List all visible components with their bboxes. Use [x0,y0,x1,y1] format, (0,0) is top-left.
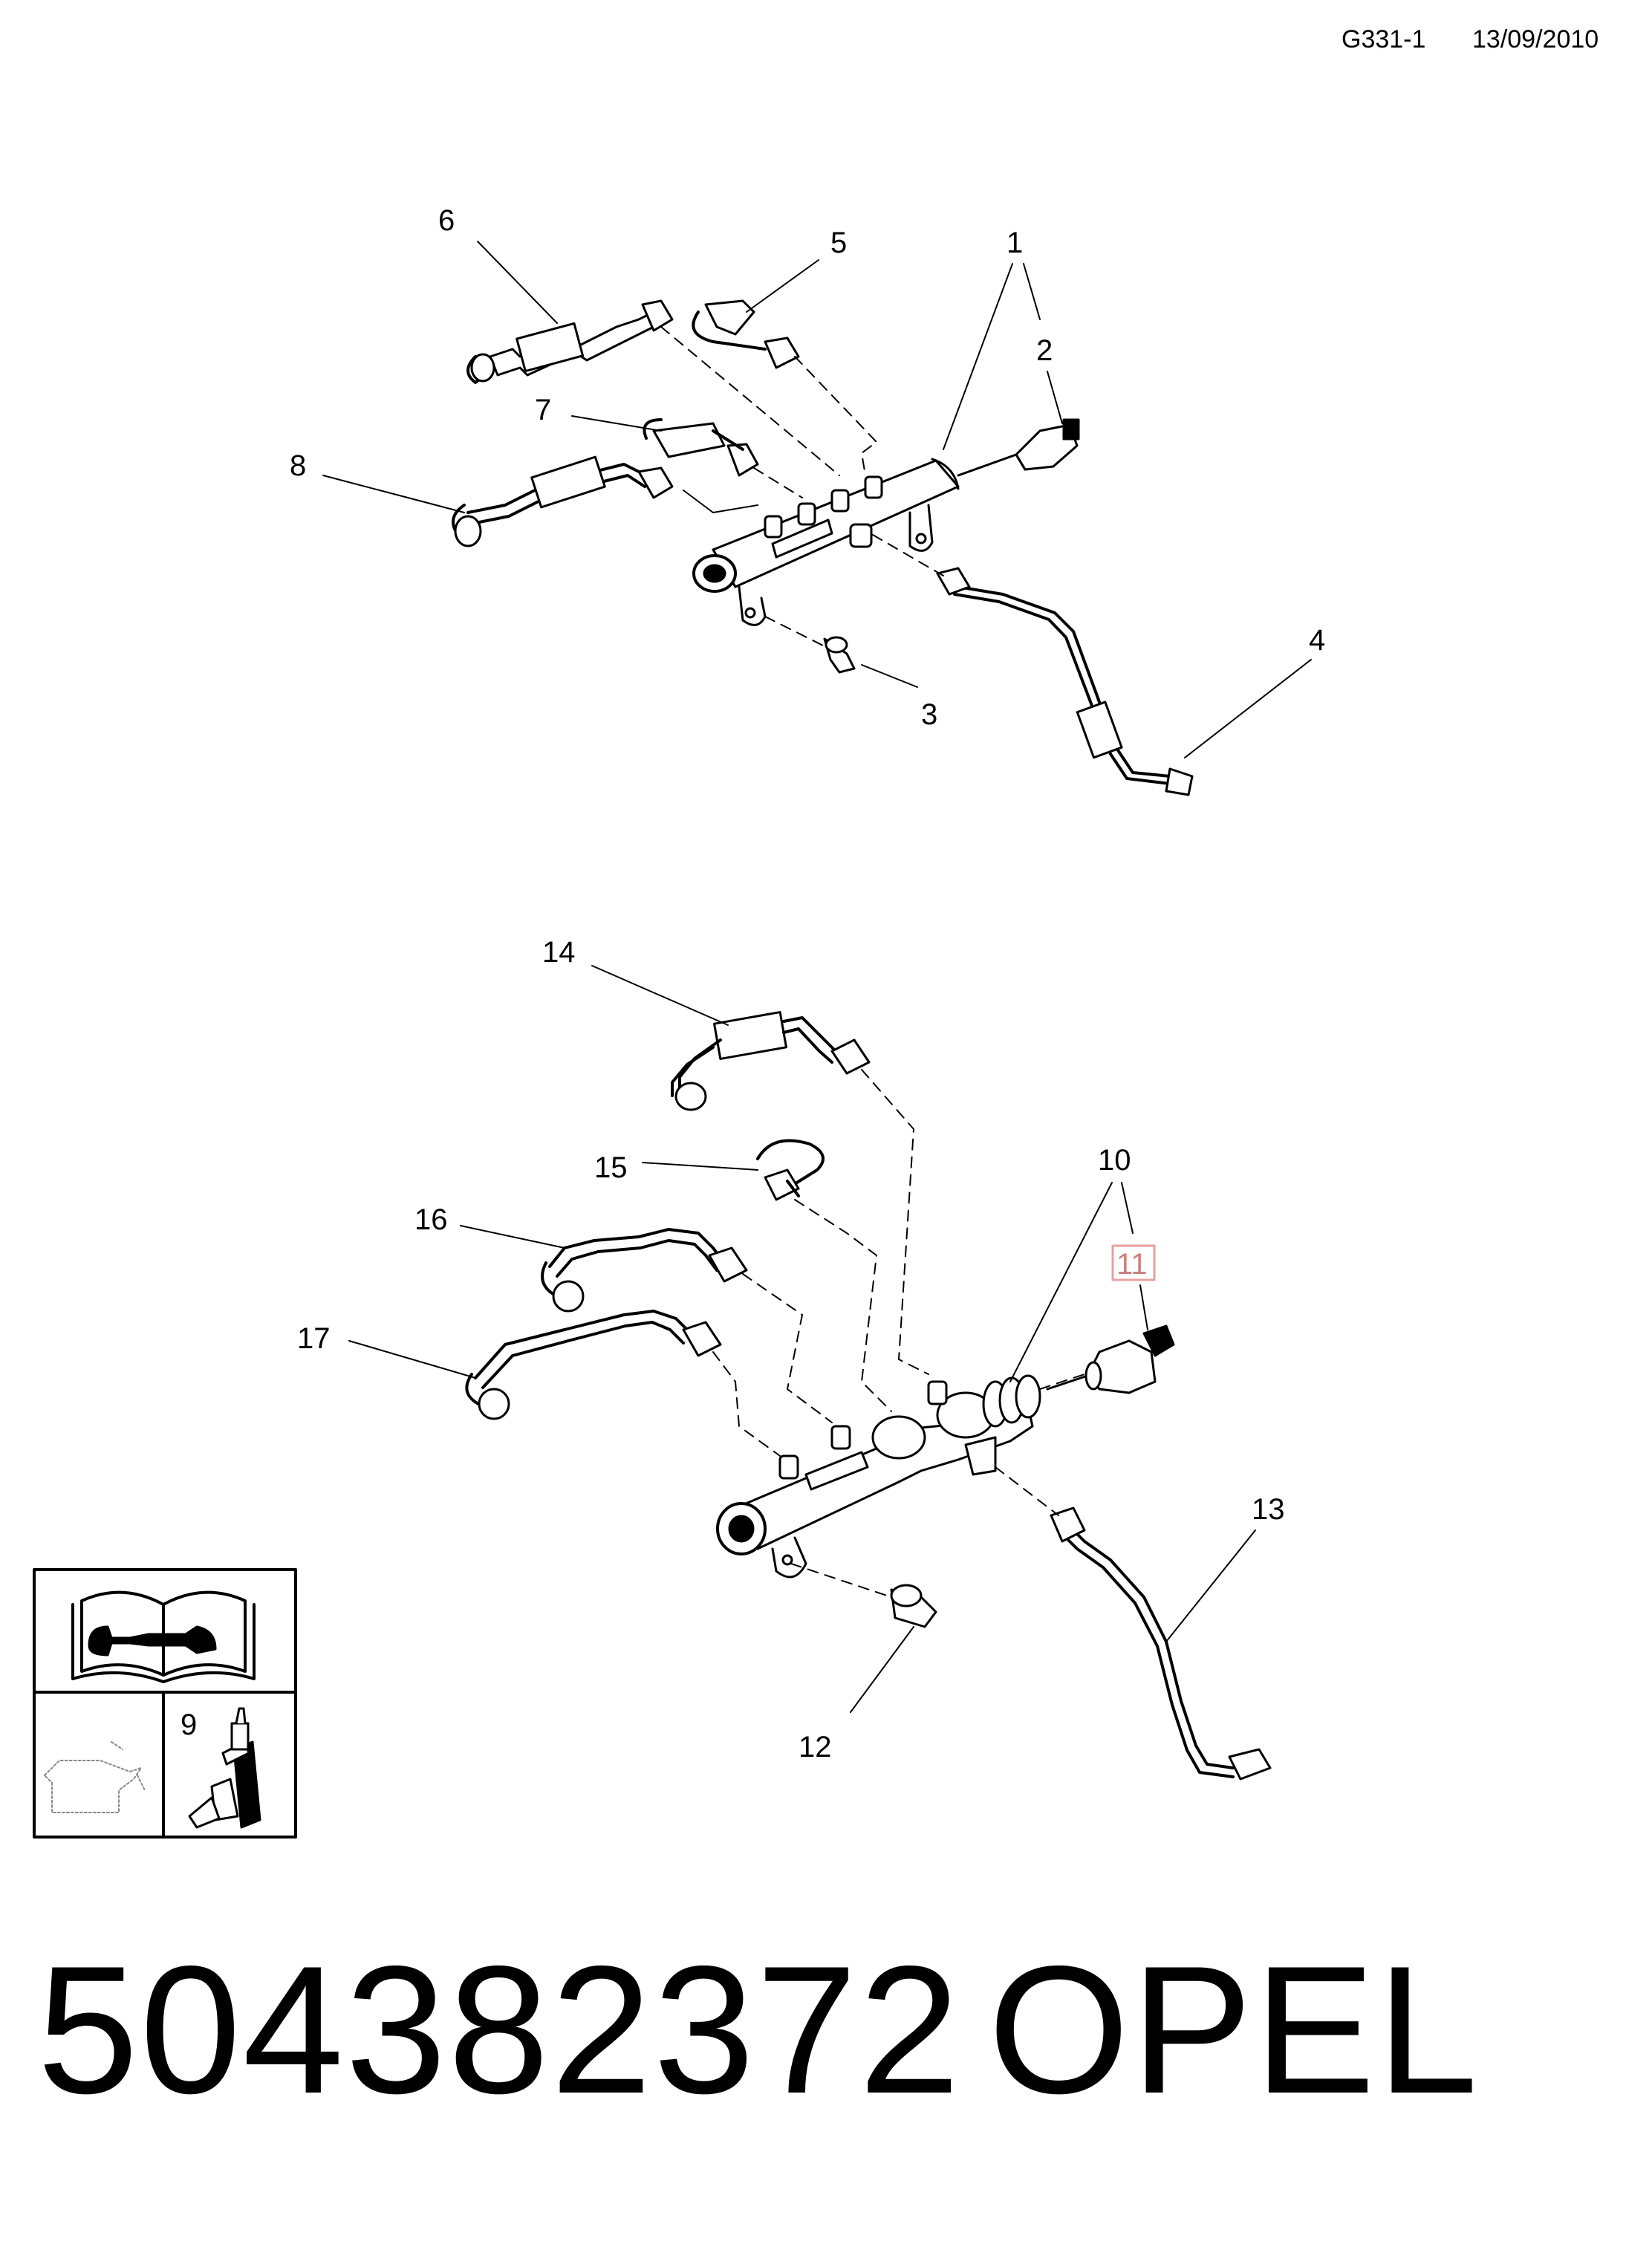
leaders-upper [322,241,1312,758]
fuel-rail-upper [692,458,960,626]
brand-name: OPEL [988,1928,1480,2131]
callout-3: 3 [921,698,937,731]
diagram-code: G331-1 [1342,25,1426,53]
callout-10: 10 [1098,1144,1131,1177]
manual-book-wrench-icon [71,1590,256,1683]
callout-13: 13 [1252,1493,1285,1526]
callout-8: 8 [290,449,306,482]
callout-17: 17 [297,1322,331,1355]
callout-12: 12 [799,1731,832,1763]
callout-15: 15 [594,1151,628,1184]
callout-5: 5 [830,227,847,259]
callout-11: 11 [1116,1248,1148,1281]
pipe-8 [452,455,674,547]
bolt-upper [823,636,856,674]
part-number: 504382372 [37,1928,962,2131]
leaders-lower [348,965,1256,1713]
pipe-5 [692,299,800,369]
pipe-15 [756,1139,825,1201]
pipe-6 [466,299,674,384]
sealant-bottle-icon [188,1707,261,1829]
pipe-16 [541,1228,748,1313]
bolt-lower [890,1584,937,1628]
pressure-sensor-upper [957,418,1080,477]
callout-6: 6 [438,204,455,237]
pipe-17 [465,1310,722,1420]
callout-14: 14 [542,936,576,969]
callout-1: 1 [1007,227,1023,259]
pressure-sensor-lower [1084,1324,1175,1394]
callout-9: 9 [181,1709,197,1741]
pipe-14 [671,1011,871,1111]
fuel-rail-lower [716,1373,1093,1579]
pipe-13 [1050,1506,1272,1781]
callout-7: 7 [535,394,551,426]
pipe-4 [936,567,1194,796]
oil-can-icon [44,1741,146,1813]
pipe-7 [643,418,759,477]
callout-2: 2 [1036,334,1053,367]
assembly-dashes-lower [712,1069,1085,1598]
highlight-box-11 [1111,1244,1156,1281]
assembly-dashes-upper [660,326,944,647]
diagram-date: 13/09/2010 [1472,25,1599,53]
callout-16: 16 [414,1203,448,1236]
pipe-8-joint [683,490,758,513]
callout-4: 4 [1309,624,1325,657]
